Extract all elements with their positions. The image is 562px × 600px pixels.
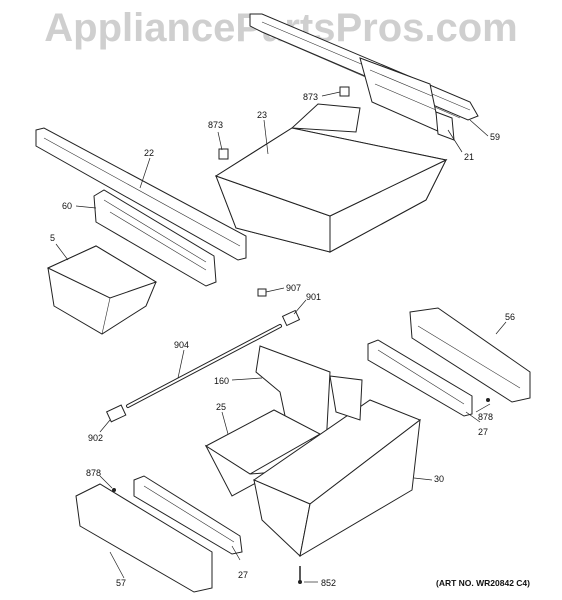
part-902-fitting — [105, 404, 127, 423]
part-27-rail-lower — [133, 475, 243, 555]
part-23-wire-basket — [214, 103, 448, 253]
callout-22: 22 — [144, 148, 154, 158]
callout-901: 901 — [306, 292, 321, 302]
callout-59: 59 — [490, 132, 500, 142]
part-878-screw-left — [112, 488, 116, 492]
callout-873-left: 873 — [208, 120, 223, 130]
callout-27-lower: 27 — [238, 570, 248, 580]
part-873-clip-upper — [339, 86, 350, 97]
callout-57: 57 — [116, 578, 126, 588]
part-57-bracket — [75, 483, 213, 593]
callout-30: 30 — [434, 474, 444, 484]
callout-902: 902 — [88, 433, 103, 443]
callout-160: 160 — [214, 376, 229, 386]
part-5-pan — [46, 245, 158, 335]
part-878-screw-right — [486, 398, 490, 402]
part-901-fitting — [281, 309, 301, 327]
art-number: (ART NO. WR20842 C4) — [436, 578, 530, 588]
part-27-rail-right — [367, 339, 473, 417]
part-60-bracket — [93, 189, 217, 287]
part-30-basket — [252, 375, 422, 557]
callout-873-upper: 873 — [303, 92, 318, 102]
callout-904: 904 — [174, 340, 189, 350]
part-907-screw — [257, 288, 267, 297]
part-59-rail — [249, 13, 479, 133]
leader-lines — [55, 91, 507, 583]
callout-852: 852 — [321, 578, 336, 588]
part-852-screw — [298, 566, 302, 584]
callout-labels: 873 23 59 873 22 21 60 5 907 901 56 904 … — [50, 92, 515, 588]
callout-878-right: 878 — [478, 412, 493, 422]
callout-23: 23 — [257, 110, 267, 120]
part-873-clip-left — [218, 148, 229, 160]
callout-878-left: 878 — [86, 468, 101, 478]
callout-27-right: 27 — [478, 427, 488, 437]
callout-5: 5 — [50, 233, 55, 243]
part-904-rod — [126, 324, 282, 408]
callout-56: 56 — [505, 312, 515, 322]
part-56-bracket — [409, 307, 531, 403]
callout-25: 25 — [216, 402, 226, 412]
callout-21: 21 — [464, 152, 474, 162]
callout-60: 60 — [62, 201, 72, 211]
part-22-rail — [35, 127, 247, 261]
callout-907: 907 — [286, 283, 301, 293]
